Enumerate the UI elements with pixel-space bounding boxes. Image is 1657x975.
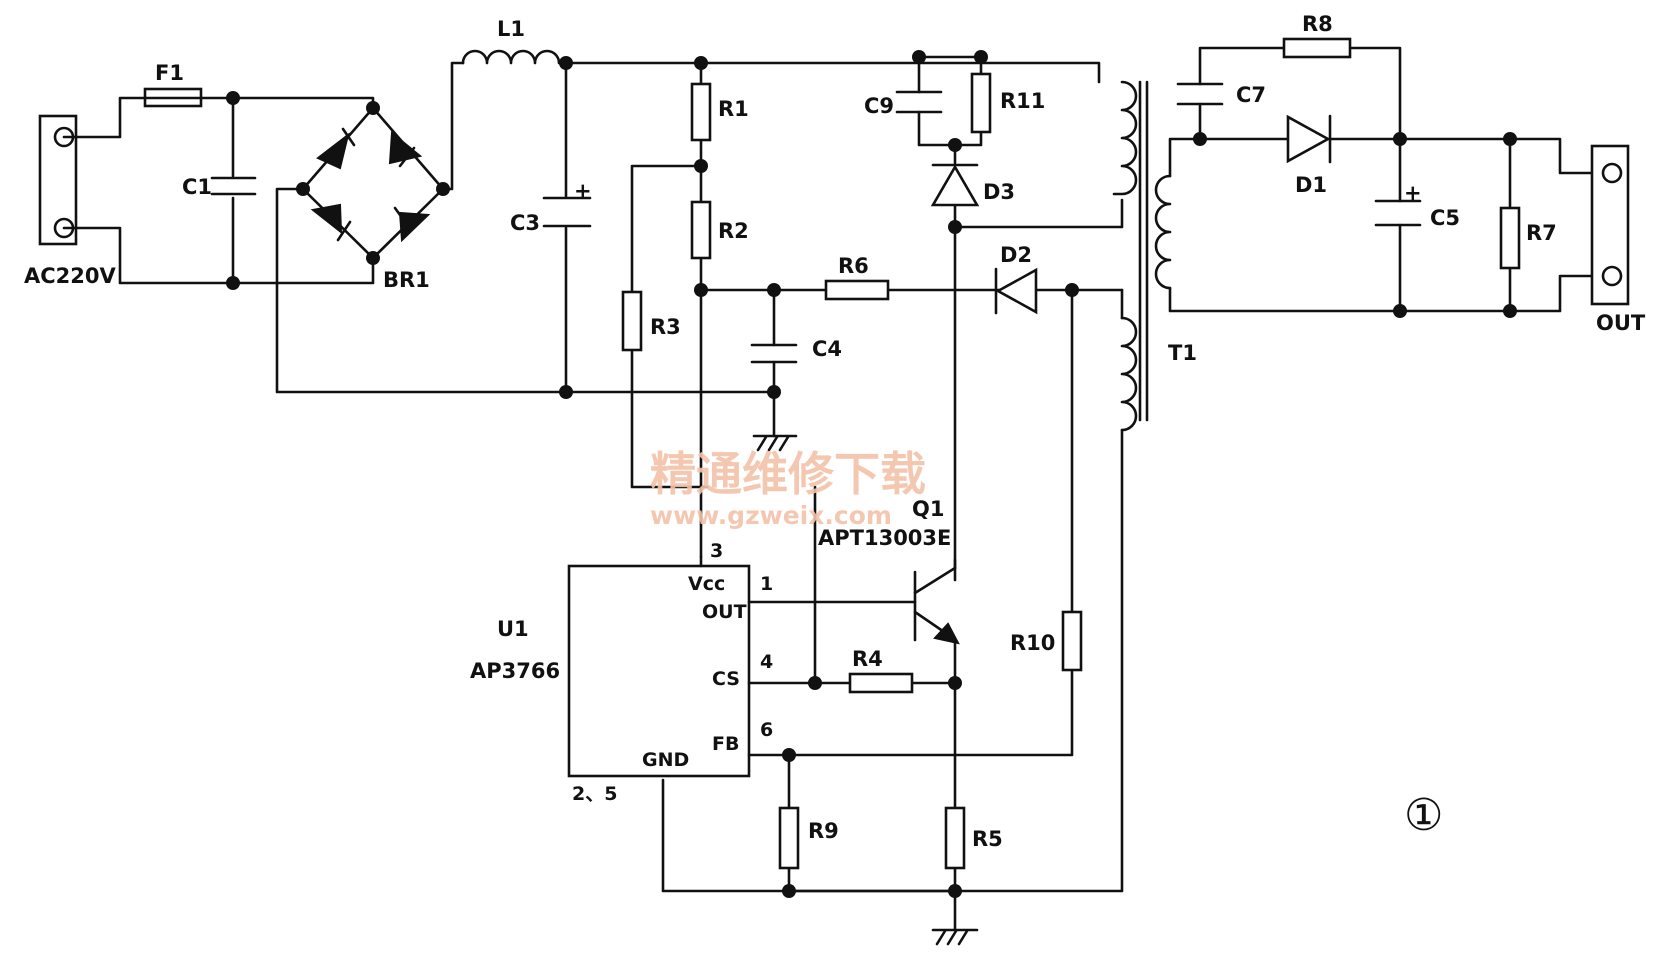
pin-gnd-label: GND (642, 749, 689, 771)
capacitor-c5 (1374, 199, 1422, 227)
label-c3: C3 (510, 211, 540, 235)
watermark-title: 精通维修下载 (650, 447, 926, 501)
label-d3: D3 (983, 180, 1015, 204)
diode-d3 (930, 163, 980, 207)
label-q1: Q1 (912, 497, 944, 521)
label-r2: R2 (718, 219, 749, 243)
ac-input-terminal (38, 114, 78, 246)
figure-number: ① (1404, 790, 1443, 841)
pin-out-label: OUT (702, 601, 747, 623)
label-apt13003e: APT13003E (818, 526, 951, 550)
resistor-r5 (944, 806, 966, 870)
resistor-r7 (1499, 206, 1521, 270)
label-c1: C1 (182, 175, 212, 199)
pin-cs-label: CS (712, 668, 740, 690)
bridge-rectifier-br1 (301, 106, 445, 260)
capacitor-c4 (750, 343, 798, 364)
capacitor-c3 (542, 196, 592, 228)
output-terminal (1590, 144, 1630, 306)
label-r1: R1 (718, 97, 749, 121)
watermark-url: www.gzweix.com (650, 501, 892, 530)
label-r5: R5 (972, 827, 1003, 851)
transistor-q1 (913, 558, 960, 645)
label-r11: R11 (1000, 89, 1045, 113)
pin-fb-num: 6 (760, 719, 773, 741)
diode-d2 (994, 267, 1038, 315)
resistor-r2 (690, 200, 712, 260)
resistor-r4 (848, 672, 914, 694)
label-c7: C7 (1236, 83, 1266, 107)
resistor-r8 (1282, 37, 1352, 59)
resistor-r1 (690, 82, 712, 142)
pin-gnd-num: 2、5 (572, 783, 617, 805)
label-c5: C5 (1430, 206, 1460, 230)
capacitor-c9 (895, 90, 943, 114)
diode-d1 (1286, 114, 1332, 164)
wires-secondary (1168, 46, 1602, 313)
output-label: OUT (1596, 311, 1646, 335)
fuse-f1 (143, 87, 203, 108)
label-r8: R8 (1302, 12, 1333, 36)
label-r4: R4 (852, 647, 883, 671)
inductor-l1 (461, 49, 561, 65)
pin-vcc-num: 3 (710, 540, 723, 562)
resistor-r3 (621, 290, 643, 352)
pin-cs-num: 4 (760, 651, 773, 673)
wires-snubber (917, 55, 1124, 582)
label-d2: D2 (1000, 243, 1032, 267)
capacitor-c1 (210, 176, 257, 196)
label-r3: R3 (650, 315, 681, 339)
label-r10: R10 (1010, 631, 1055, 655)
ground-symbol-bottom (931, 928, 979, 946)
junction-dots (226, 50, 1517, 898)
pin-out-num: 1 (760, 573, 773, 595)
c5-plus: + (1404, 181, 1422, 205)
label-u1: U1 (497, 617, 529, 641)
resistor-r6 (824, 279, 890, 301)
resistor-r11 (970, 72, 992, 134)
capacitor-c7 (1176, 82, 1224, 106)
ic-u1 (567, 564, 751, 778)
label-ap3766: AP3766 (470, 659, 560, 683)
wires-input (62, 61, 1101, 394)
transformer-t1 (1112, 80, 1172, 432)
label-c9: C9 (864, 94, 894, 118)
label-c4: C4 (812, 337, 842, 361)
label-r6: R6 (838, 254, 869, 278)
pin-vcc-label: Vcc (688, 573, 725, 595)
ground-symbol-top (752, 434, 798, 452)
label-r9: R9 (808, 819, 839, 843)
pin-fb-label: FB (712, 733, 739, 755)
label-t1: T1 (1168, 341, 1197, 365)
label-f1: F1 (155, 61, 184, 85)
label-l1: L1 (497, 17, 525, 41)
ac-input-label: AC220V (24, 264, 116, 288)
resistor-r10 (1061, 610, 1083, 672)
label-r7: R7 (1526, 221, 1557, 245)
label-d1: D1 (1295, 173, 1327, 197)
c3-plus: + (574, 179, 592, 203)
wires-ic (699, 485, 957, 932)
resistor-r9 (778, 806, 800, 870)
label-br1: BR1 (383, 268, 430, 292)
